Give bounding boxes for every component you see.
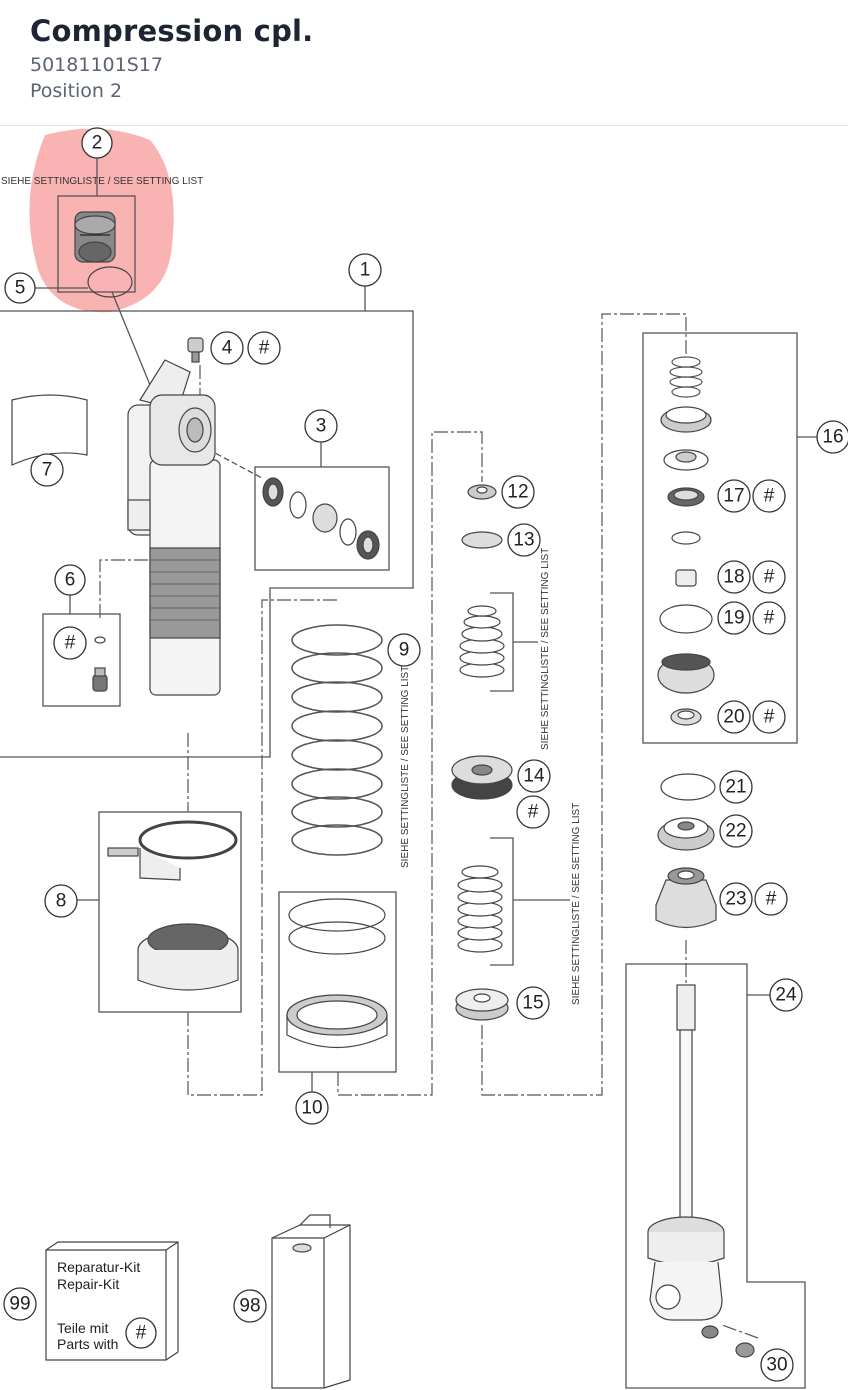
callout-99: 99 — [9, 1294, 30, 1315]
part-15-drawing — [455, 988, 509, 1021]
part-number: 50181101S17 — [30, 54, 163, 76]
spacer-stack-lower — [457, 865, 503, 953]
group-box-8 — [98, 811, 242, 1013]
callout-9: 9 — [399, 640, 410, 661]
repair-kit-line3: Teile mit — [57, 1320, 108, 1336]
page-header: Compression cpl. 50181101S17 Position 2 — [0, 0, 848, 126]
hash-20: # — [764, 707, 775, 728]
part-3-drawing — [262, 477, 380, 560]
hash-14: # — [528, 802, 539, 823]
callout-14: 14 — [523, 766, 545, 787]
hash-17: # — [764, 486, 775, 507]
group-box-10 — [278, 891, 397, 1073]
position-label: Position 2 — [30, 80, 123, 102]
part-7-drawing — [11, 394, 88, 466]
callout-15: 15 — [522, 993, 543, 1014]
repair-kit-line1: Reparatur-Kit — [57, 1259, 140, 1275]
hash-19: # — [764, 608, 775, 629]
callout-20: 20 — [723, 707, 744, 728]
hash-6: # — [65, 633, 76, 654]
part-8-drawing — [107, 820, 239, 991]
part-9-drawing — [291, 624, 383, 856]
group-box-3 — [254, 466, 390, 571]
callout-24: 24 — [775, 985, 797, 1006]
part-14-drawing — [451, 755, 513, 800]
repair-kit-line2: Repair-Kit — [57, 1276, 119, 1292]
callout-19: 19 — [723, 608, 744, 629]
setting-note-spring: SIEHE SETTINGLISTE / SEE SETTING LIST — [400, 666, 411, 868]
group-box-24 — [625, 963, 806, 1389]
setting-note-stack-lower: SIEHE SETTINGLISTE / SEE SETTING LIST — [571, 803, 582, 1005]
callout-98: 98 — [239, 1296, 260, 1317]
callout-10: 10 — [301, 1098, 322, 1119]
part-24-drawing — [647, 984, 725, 1321]
callout-16: 16 — [822, 427, 843, 448]
callout-22: 22 — [725, 821, 746, 842]
part-30-drawing — [701, 1325, 755, 1358]
callout-4: 4 — [222, 338, 233, 359]
callout-1: 1 — [360, 260, 371, 281]
setting-note-stack-upper: SIEHE SETTINGLISTE / SEE SETTING LIST — [540, 548, 551, 750]
part-12-drawing — [467, 484, 497, 500]
group-box-16 — [642, 332, 798, 744]
part-13-drawing — [461, 531, 503, 549]
part-16-drawing — [657, 356, 715, 726]
callout-8: 8 — [56, 891, 67, 912]
callout-13: 13 — [513, 530, 534, 551]
spacer-stack-upper — [459, 605, 505, 678]
page-title: Compression cpl. — [30, 14, 314, 48]
hash-4: # — [259, 338, 270, 359]
part-4-drawing — [187, 337, 204, 363]
part-2-drawing — [74, 211, 116, 263]
part-21-drawing — [660, 773, 716, 801]
callout-30: 30 — [766, 1355, 787, 1376]
hash-99: # — [136, 1323, 147, 1344]
callout-23: 23 — [725, 889, 746, 910]
callout-2: 2 — [92, 133, 103, 154]
part-98-drawing — [271, 1214, 351, 1389]
part-10-drawing — [286, 898, 388, 1048]
hash-23: # — [766, 889, 777, 910]
callout-12: 12 — [507, 482, 528, 503]
callout-21: 21 — [725, 777, 746, 798]
callout-17: 17 — [723, 486, 744, 507]
setting-note-top: SIEHE SETTINGLISTE / SEE SETTING LIST — [1, 176, 203, 187]
repair-kit-line4: Parts with — [57, 1336, 118, 1352]
group-box-6 — [42, 613, 121, 707]
part-5-drawing — [87, 266, 133, 298]
callout-18: 18 — [723, 567, 744, 588]
callout-7: 7 — [42, 460, 53, 481]
part-22-drawing — [657, 817, 715, 851]
callout-3: 3 — [316, 416, 327, 437]
part-1-drawing — [127, 359, 221, 696]
callout-6: 6 — [65, 570, 76, 591]
part-23-drawing — [655, 867, 717, 929]
group-box-1 — [0, 310, 414, 758]
hash-18: # — [764, 567, 775, 588]
part-6-drawing — [92, 636, 108, 692]
callout-5: 5 — [15, 278, 26, 299]
